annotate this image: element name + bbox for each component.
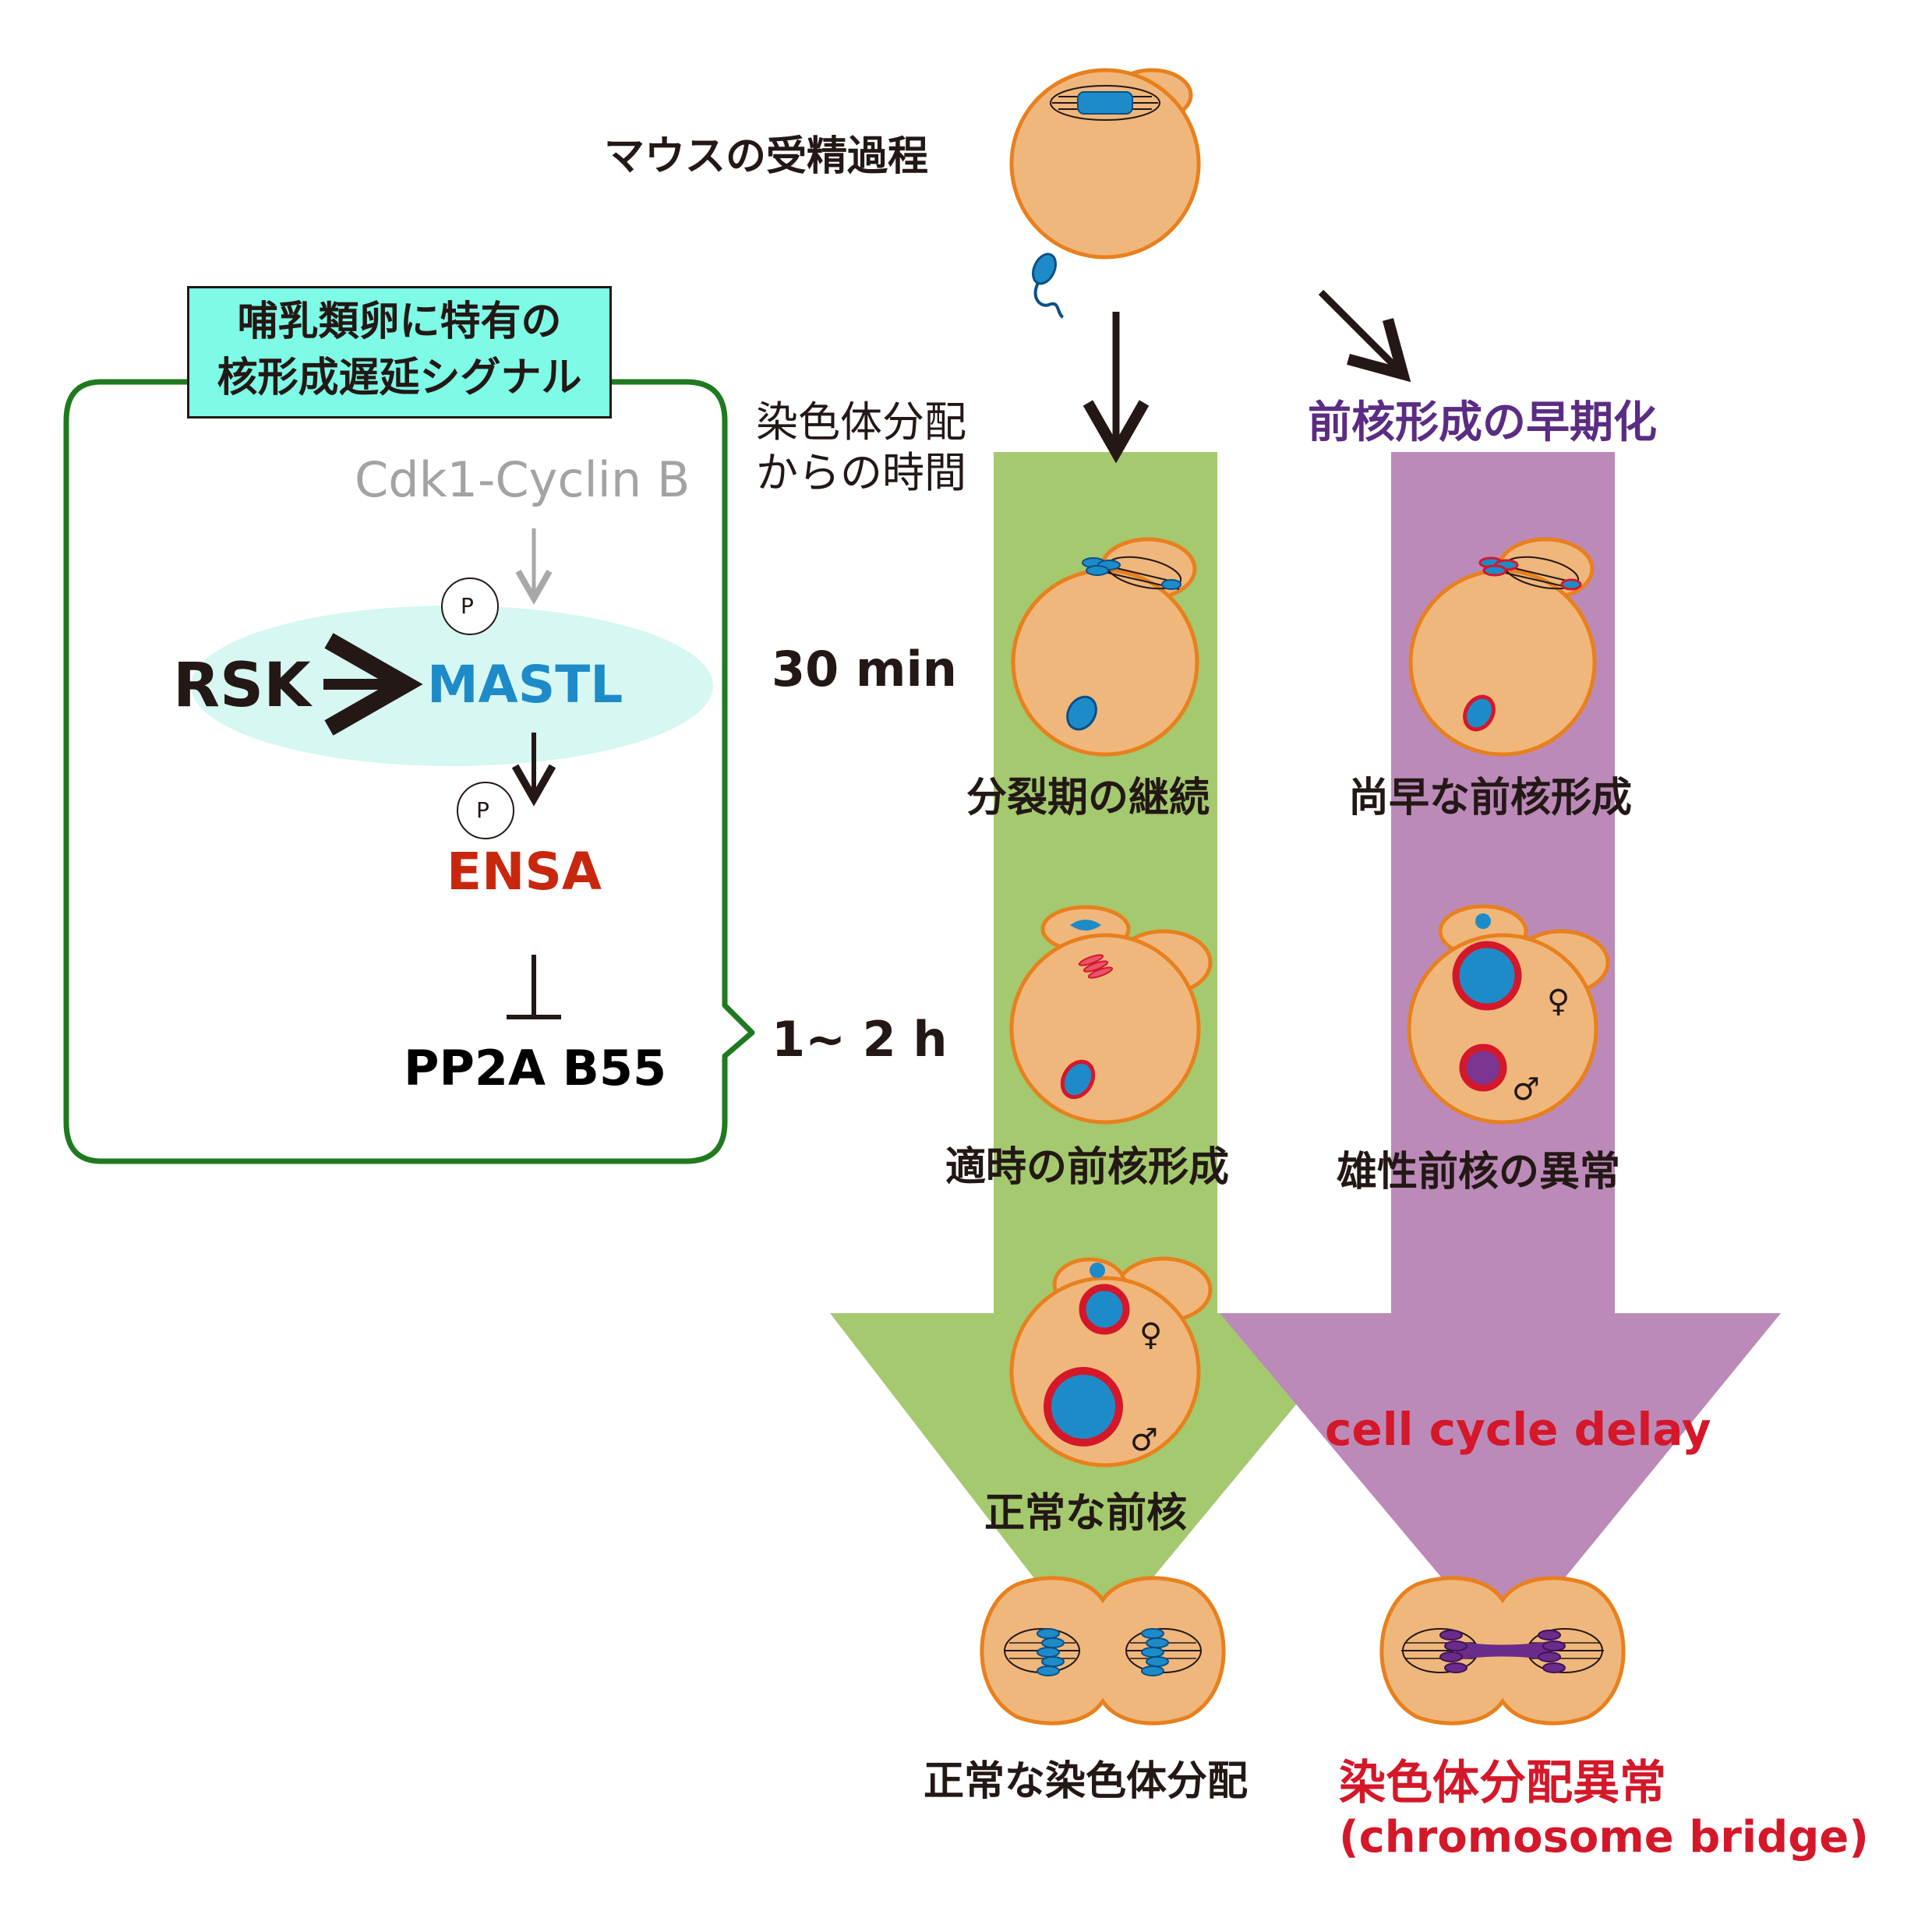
normal-stage2-caption: 適時の前核形成 <box>945 1144 1230 1191</box>
phospho-label-ensa: P <box>476 797 489 823</box>
male-symbol-normal: ♂ <box>1130 1422 1158 1458</box>
rsk-mastl-highlight <box>191 606 713 766</box>
normal-egg-stage3 <box>1009 1256 1213 1468</box>
time-axis-label-line1: 染色体分配 <box>756 397 966 447</box>
rsk-label: RSK <box>173 651 311 721</box>
signal-title-line1: 哺乳類卵に特有の <box>237 298 562 345</box>
timepoint-30min: 30 min <box>772 641 957 698</box>
signal-title-line2: 核形成遅延シグナル <box>217 355 582 401</box>
cdk1-cyclinb-label: Cdk1-Cyclin B <box>355 451 691 508</box>
pp2a-b55-label: PP2A B55 <box>404 1040 667 1097</box>
normal-dividing-cell <box>980 1576 1226 1725</box>
timepoint-1-2h: 1~ 2 h <box>772 1011 948 1068</box>
phospho-circle-mastl <box>441 577 499 635</box>
normal-egg-stage1 <box>1011 537 1199 757</box>
bridge-dividing-cell <box>1379 1576 1626 1725</box>
sperm <box>1031 253 1065 319</box>
abnormal-egg-stage1 <box>1408 537 1597 757</box>
diagonal-arrow <box>1318 289 1411 383</box>
ensa-label: ENSA <box>447 842 602 902</box>
process-title: マウスの受精過程 <box>604 133 929 180</box>
normal-egg-stage2 <box>1009 905 1213 1125</box>
mastl-label: MASTL <box>427 655 623 715</box>
female-symbol-normal: ♀ <box>1139 1317 1163 1353</box>
phospho-circle-ensa <box>457 782 514 839</box>
normal-stage1-caption: 分裂期の継続 <box>966 775 1210 821</box>
time-axis-label-line2: からの時間 <box>756 448 966 497</box>
fertilizing-egg <box>1009 68 1201 260</box>
ensa-inhibits-pp2a-symbol <box>507 955 561 1019</box>
abnormal-result-caption-line2: (chromosome bridge) <box>1339 1812 1869 1863</box>
abnormal-result-caption-line1: 染色体分配異常 <box>1339 1756 1666 1810</box>
signal-box-border <box>63 379 755 1164</box>
female-symbol-abnormal: ♀ <box>1547 984 1570 1019</box>
normal-stage3-caption: 正常な前核 <box>984 1490 1188 1537</box>
phospho-label-mastl: P <box>461 593 474 619</box>
normal-result-caption: 正常な染色体分配 <box>924 1758 1249 1805</box>
abnormal-stage2-caption: 雄性前核の異常 <box>1337 1149 1621 1196</box>
male-symbol-abnormal: ♂ <box>1512 1072 1540 1107</box>
signal-box-title: 哺乳類卵に特有の 核形成遅延シグナル <box>187 286 612 419</box>
abnormal-egg-stage2 <box>1407 904 1610 1125</box>
abnormal-path-header: 前核形成の早期化 <box>1308 397 1657 448</box>
abnormal-stage1-caption: 尚早な前核形成 <box>1348 775 1633 821</box>
cell-cycle-delay-label: cell cycle delay <box>1325 1403 1711 1456</box>
